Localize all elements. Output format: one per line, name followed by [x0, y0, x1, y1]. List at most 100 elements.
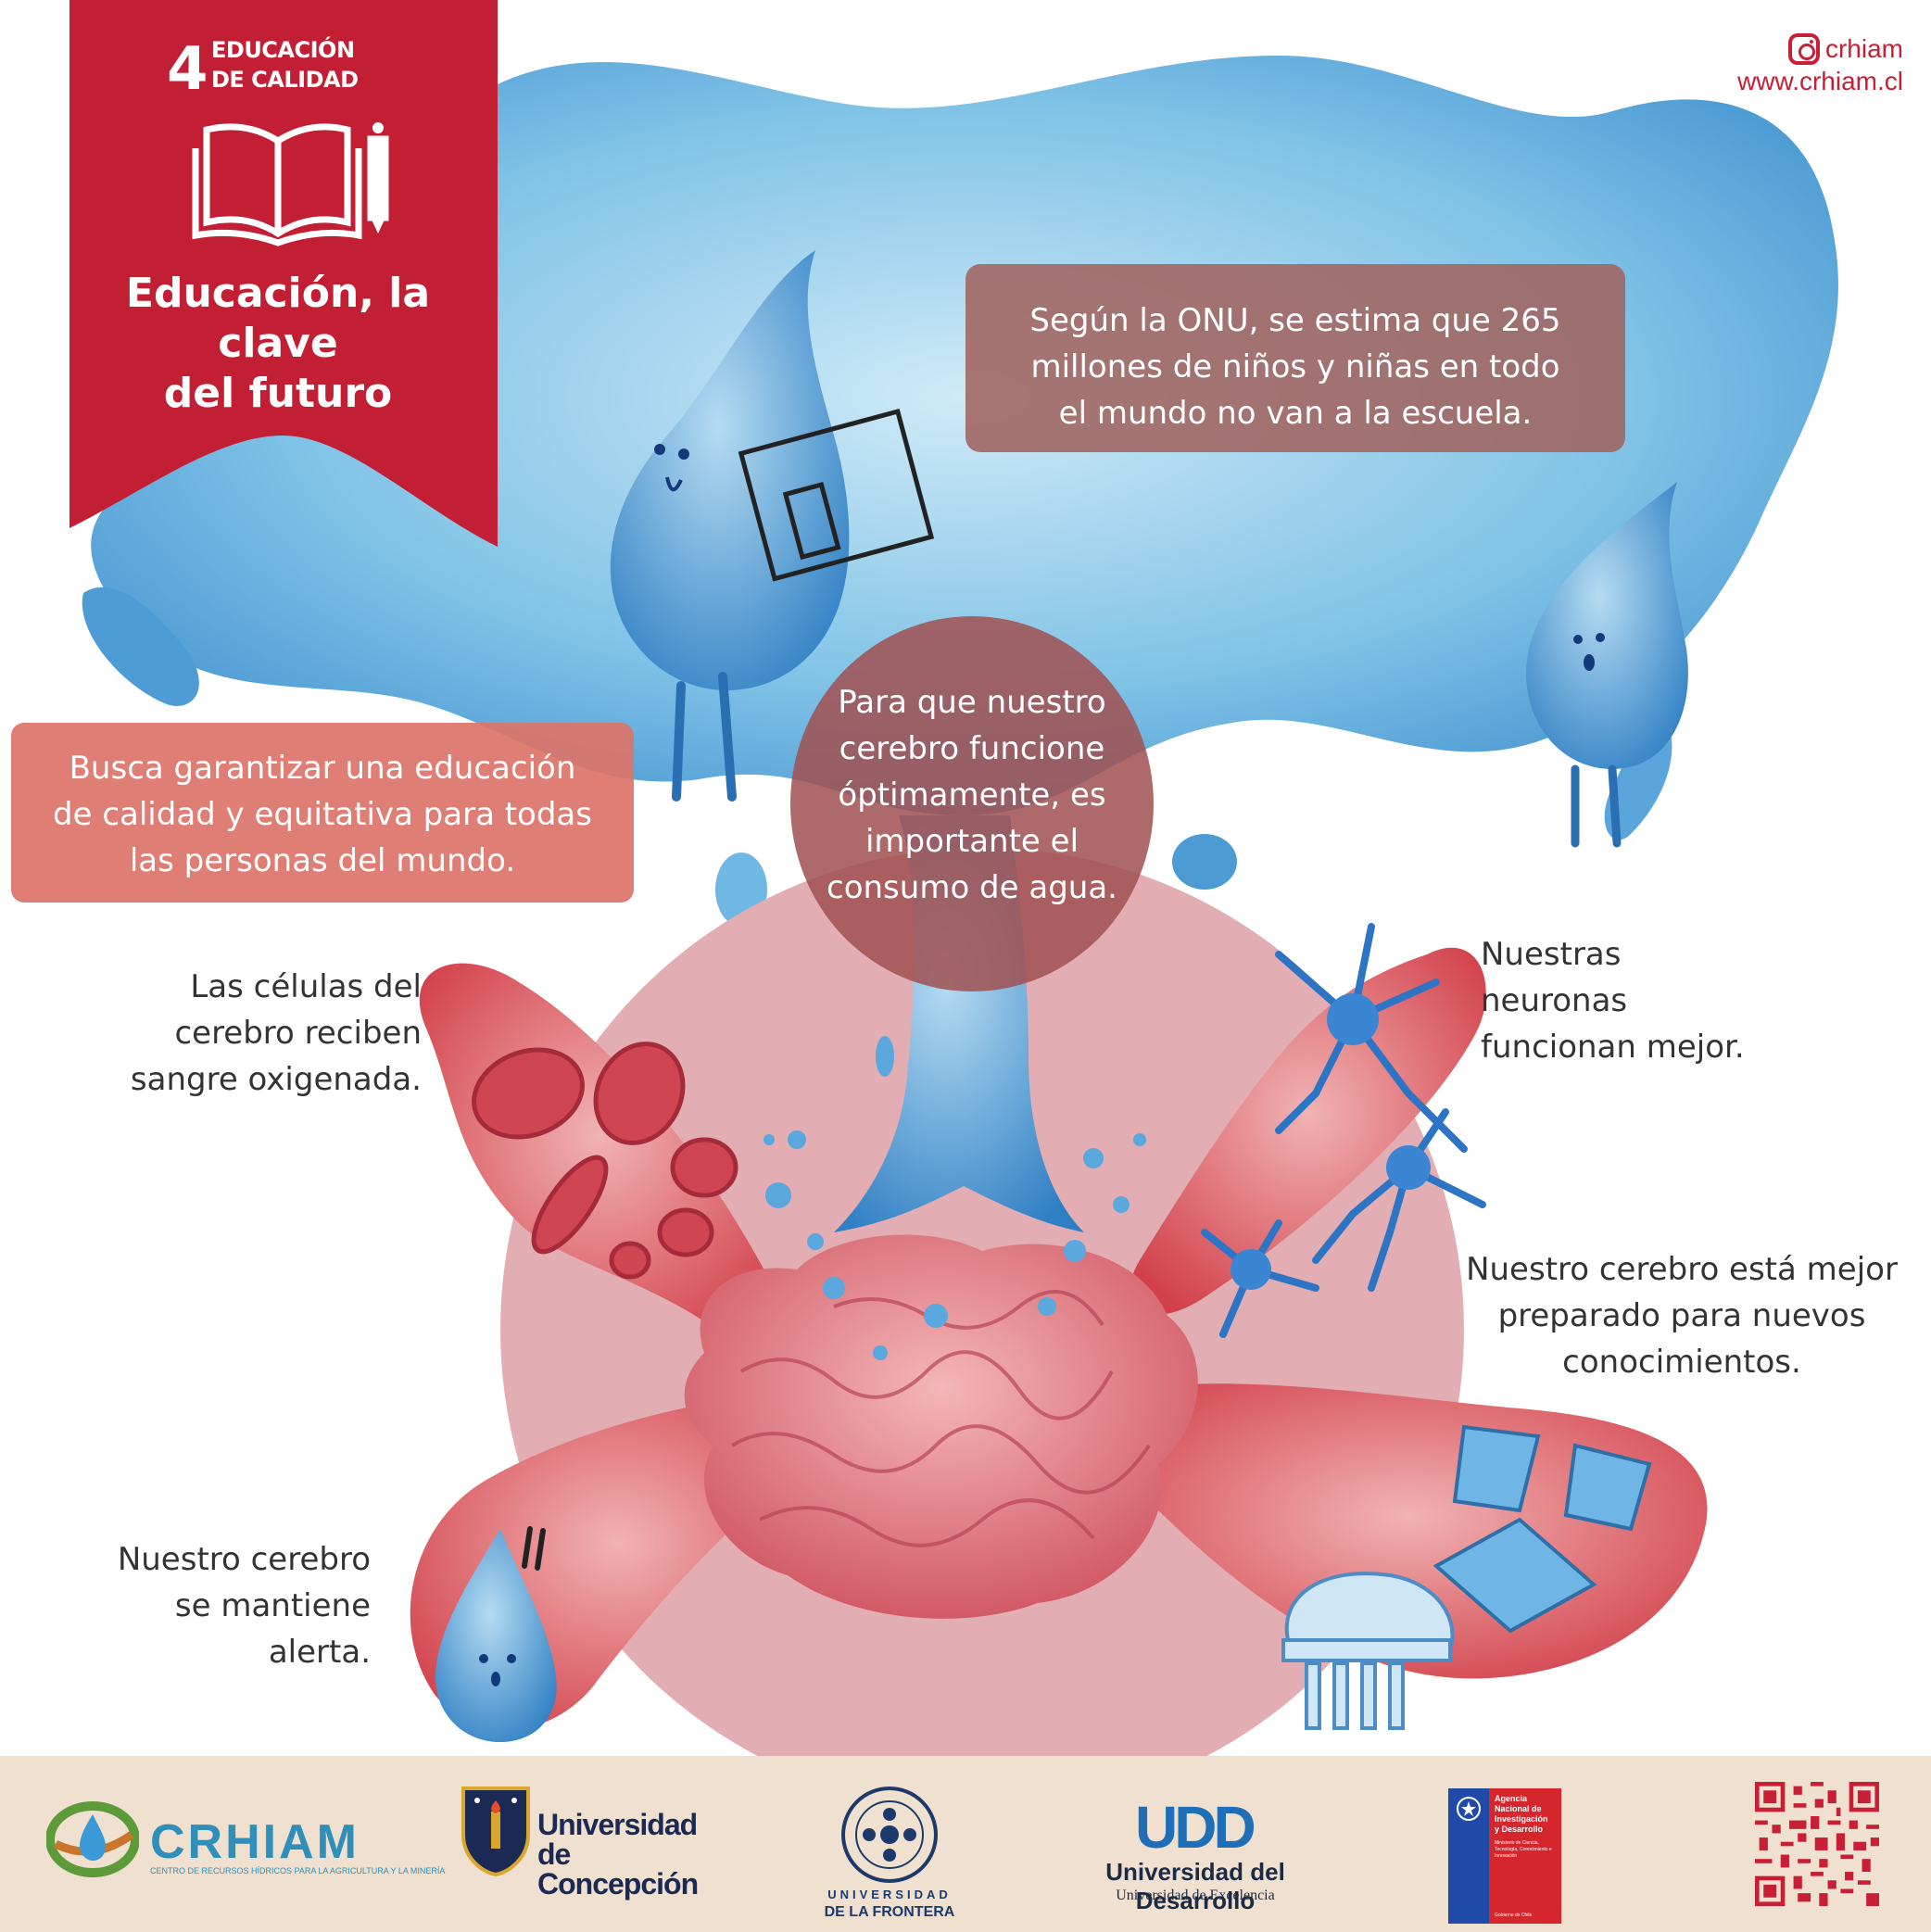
crhiam-name: CRHIAM — [150, 1815, 360, 1869]
benefit-line: conocimientos. — [1562, 1344, 1801, 1381]
water-splash-drops — [764, 1036, 1146, 1360]
drop-eye — [1573, 635, 1583, 644]
water-consumption-circle: Para que nuestro cerebro funcione óptima… — [790, 616, 1154, 991]
benefit-line: se mantiene — [174, 1587, 371, 1624]
sdg-name: EDUCACIÓN DE CALIDAD — [211, 35, 397, 95]
water-line: consumo de agua. — [827, 869, 1117, 906]
benefit-line: cerebro reciben — [174, 1015, 422, 1052]
crhiam-logo[interactable]: CRHIAM CENTRO DE RECURSOS HÍDRICOS PARA … — [45, 1798, 445, 1881]
drop-legs — [672, 672, 737, 802]
sdg-title-line: del futuro — [163, 370, 393, 417]
tablet-icon — [738, 409, 935, 582]
goal-line: de calidad y equitativa para todas — [53, 796, 592, 833]
neuron-bodies — [1231, 993, 1431, 1290]
benefit-line: alerta. — [268, 1634, 371, 1671]
udec-name: Universidad de Concepción — [537, 1810, 709, 1899]
sdg-name-line: DE CALIDAD — [211, 67, 359, 93]
sdg-title: Educación, la clave del futuro — [102, 269, 454, 419]
sdg-number: 4 — [167, 35, 208, 104]
benefit-line: Nuestro cerebro — [117, 1541, 371, 1578]
benefit-line: Las células del — [190, 968, 422, 1005]
instagram-link[interactable]: crhiam — [1662, 33, 1903, 65]
sdg-name-line: EDUCACIÓN — [211, 37, 355, 63]
brain-folds — [730, 1290, 1151, 1547]
goal-description-box: Busca garantizar una educación de calida… — [11, 723, 634, 903]
water-line: Para que nuestro — [838, 684, 1106, 721]
onu-line: el mundo no van a la escuela. — [1058, 395, 1533, 432]
partner-logos-footer: CRHIAM CENTRO DE RECURSOS HÍDRICOS PARA … — [0, 1756, 1931, 1932]
drop-eye — [654, 444, 665, 455]
water-line: importante el — [865, 823, 1079, 860]
drop-eye — [507, 1654, 516, 1663]
benefit-line: Nuestro cerebro está mejor — [1466, 1251, 1898, 1288]
website-link[interactable]: www.crhiam.cl — [1737, 67, 1903, 95]
anid-line: Nacional de — [1495, 1804, 1542, 1813]
udec-logo[interactable]: Universidad de Concepción — [459, 1784, 709, 1899]
neurons — [1201, 923, 1486, 1338]
ufro-line: DE LA FRONTERA — [824, 1904, 955, 1920]
benefit-knowledge: Nuestro cerebro está mejor preparado par… — [1445, 1246, 1918, 1385]
petal-neurons — [1130, 947, 1486, 1315]
anid-red-band — [1489, 1788, 1561, 1924]
onu-line: Según la ONU, se estima que 265 — [1029, 302, 1561, 339]
udec-line: de Concepción — [537, 1837, 699, 1900]
ufro-line: UNIVERSIDAD — [827, 1888, 952, 1901]
benefit-alert: Nuestro cerebro se mantiene alerta. — [74, 1536, 371, 1675]
drop-eye — [1596, 633, 1605, 642]
anid-ministry: Ministerio de Ciencia, Tecnología, Conoc… — [1495, 1840, 1552, 1859]
sdg-title-line: Educación, la clave — [125, 270, 431, 367]
brand-header: crhiam www.crhiam.cl — [1662, 33, 1903, 96]
onu-line: millones de niños y niñas en todo — [1030, 348, 1560, 385]
book-pencil-icon — [192, 122, 389, 246]
brain — [684, 1234, 1198, 1619]
crhiam-subtitle: CENTRO DE RECURSOS HÍDRICOS PARA LA AGRI… — [150, 1866, 446, 1875]
chile-crest-icon — [1457, 1797, 1481, 1821]
udd-logo[interactable]: UDD Universidad del Desarrollo Universid… — [1047, 1793, 1344, 1914]
instagram-handle: crhiam — [1824, 34, 1903, 63]
benefit-line: Nuestras — [1481, 936, 1622, 973]
benefit-line: preparado para nuevos — [1497, 1297, 1866, 1334]
illustration-scene — [82, 56, 1838, 1812]
sdg-banner: 4 EDUCACIÓN DE CALIDAD Educación, la cla… — [69, 0, 498, 547]
exclamation-icon — [522, 1526, 546, 1571]
infographic-illustration — [82, 56, 1838, 1812]
sdg-ribbon — [69, 0, 498, 547]
ufro-seal-icon — [841, 1787, 938, 1883]
udec-line: Universidad — [537, 1808, 698, 1841]
water-cloud — [91, 56, 1838, 815]
crhiam-emblem-icon — [45, 1801, 140, 1877]
goal-line: las personas del mundo. — [129, 842, 516, 879]
drop-legs — [1571, 764, 1622, 848]
water-drop-small — [1172, 834, 1237, 890]
drop-character-reading — [610, 250, 850, 690]
drop-character-alert — [435, 1529, 557, 1742]
benefit-neurons: Nuestras neuronas funcionan mejor. — [1481, 931, 1851, 1070]
benefit-line: funcionan mejor. — [1481, 1029, 1745, 1066]
anid-line: y Desarrollo — [1495, 1825, 1544, 1834]
benefit-line: neuronas — [1481, 982, 1628, 1019]
column-icon — [1281, 1572, 1455, 1730]
benefit-blood-cells: Las células del cerebro reciben sangre o… — [65, 964, 422, 1103]
drop-eye — [678, 448, 689, 460]
red-blood-cells — [472, 1042, 738, 1280]
ufro-logo[interactable]: UNIVERSIDAD DE LA FRONTERA — [815, 1784, 964, 1923]
onu-statistic-box: Según la ONU, se estima que 265 millones… — [966, 264, 1625, 452]
books — [1432, 1424, 1652, 1634]
udd-name: Universidad del Desarrollo — [1105, 1858, 1285, 1914]
drop-mouth — [491, 1672, 500, 1686]
anid-line: Investigación — [1495, 1814, 1548, 1824]
drop-character-surprised — [1526, 482, 1688, 769]
anid-name: Agencia Nacional de Investigación y Desa… — [1495, 1794, 1559, 1835]
udd-mark: UDD — [1135, 1794, 1256, 1861]
anid-line: Agencia — [1495, 1794, 1528, 1803]
drop-mouth — [1584, 654, 1595, 671]
qr-code-icon[interactable] — [1755, 1782, 1879, 1906]
udd-subtitle: Universidad de Excelencia — [1116, 1888, 1275, 1903]
water-line: cerebro funcione — [839, 730, 1105, 767]
drop-eye — [479, 1654, 488, 1663]
water-drip-left — [82, 587, 199, 706]
udec-shield-icon — [461, 1787, 530, 1877]
anid-logo[interactable]: Agencia Nacional de Investigación y Desa… — [1448, 1788, 1561, 1924]
instagram-icon — [1787, 33, 1820, 65]
drop-mouth — [665, 476, 683, 492]
